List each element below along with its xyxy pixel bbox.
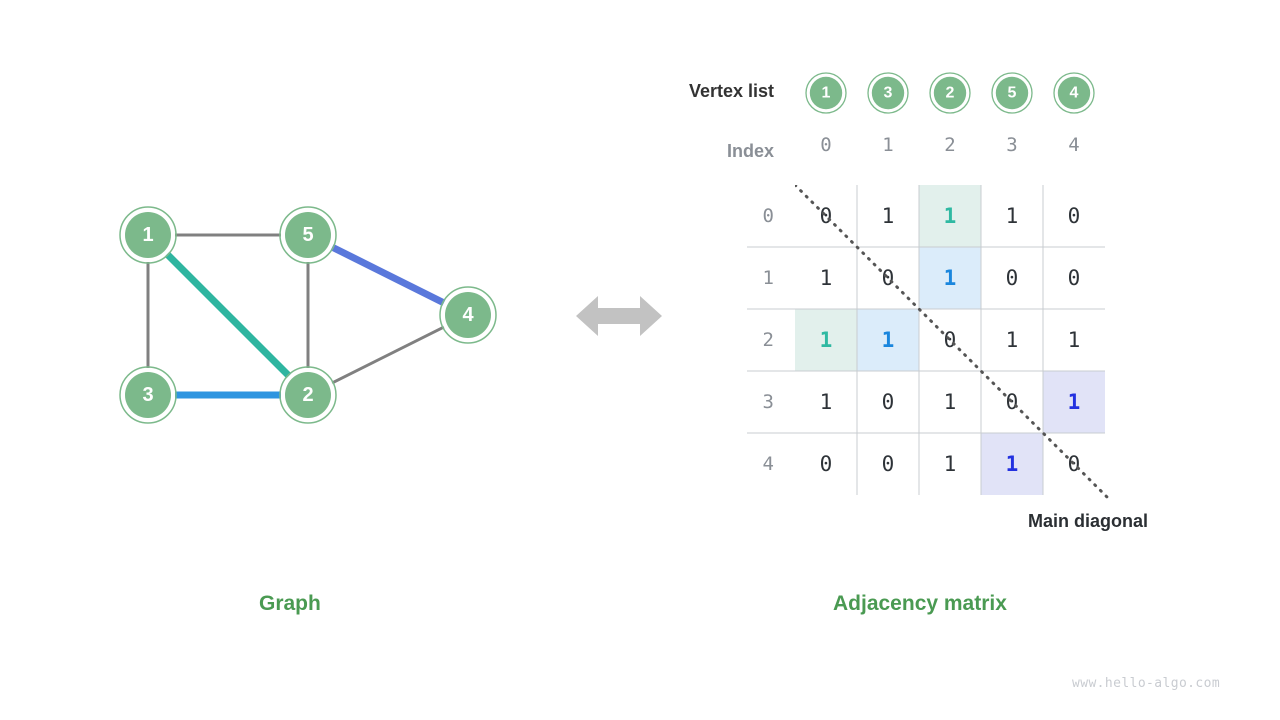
graph-vertex-3[interactable]: 3 — [119, 366, 177, 424]
matrix-cell-4-3[interactable]: 1 — [981, 433, 1043, 495]
matrix-cell-1-0[interactable]: 1 — [819, 266, 833, 290]
matrix-cell-0-3[interactable]: 1 — [1005, 204, 1019, 228]
graph-vertex-5[interactable]: 5 — [279, 206, 337, 264]
vertex-chip-label: 5 — [1008, 85, 1017, 102]
vertex-chip-glyph: 3 — [867, 72, 909, 114]
graph-svg: 1 5 4 3 2 — [119, 206, 497, 424]
matrix-cell-3-1[interactable]: 0 — [881, 390, 895, 414]
vertex-chip-5[interactable]: 5 — [991, 72, 1033, 114]
matrix-cell-1-4[interactable]: 0 — [1067, 266, 1081, 290]
matrix-cell-2-2[interactable]: 0 — [943, 328, 957, 352]
matrix-cell-0-0[interactable]: 0 — [819, 204, 833, 228]
caption-adjacency-matrix: Adjacency matrix — [833, 592, 1007, 615]
vertex-chip-glyph: 2 — [929, 72, 971, 114]
row-index-0: 0 — [762, 205, 774, 227]
column-index-row: 0 1 2 3 4 — [795, 134, 1105, 164]
vertex-list-label: Vertex list — [688, 81, 774, 101]
column-index-1: 1 — [882, 134, 894, 156]
watermark: www.hello-algo.com — [1072, 676, 1221, 691]
vertex-chip-glyph: 4 — [1053, 72, 1095, 114]
matrix-cell-0-1[interactable]: 1 — [881, 204, 895, 228]
matrix-cell-3-3[interactable]: 0 — [1005, 390, 1019, 414]
matrix-cell-2-3[interactable]: 1 — [1005, 328, 1019, 352]
double-arrow-icon — [576, 292, 662, 340]
graph-edge-1-2 — [164, 251, 292, 379]
graph-vertex-label: 2 — [302, 384, 313, 406]
row-index-2: 2 — [762, 329, 774, 351]
vertex-chip-3[interactable]: 3 — [867, 72, 909, 114]
column-index-0: 0 — [820, 134, 832, 156]
vertex-chip-glyph: 1 — [805, 72, 847, 114]
matrix-cell-2-0[interactable]: 1 — [795, 309, 857, 371]
graph-edges — [146, 233, 446, 399]
row-index-column: 0 1 2 3 4 — [700, 185, 774, 495]
vertex-chip-glyph: 5 — [991, 72, 1033, 114]
graph-vertex-2[interactable]: 2 — [279, 366, 337, 424]
matrix-cell-4-1[interactable]: 0 — [881, 452, 895, 476]
graph-vertex-label: 1 — [142, 224, 153, 246]
graph-diagram: 1 5 4 3 2 — [0, 0, 560, 560]
column-index-3: 3 — [1006, 134, 1018, 156]
graph-vertex-label: 5 — [302, 224, 313, 246]
matrix-cell-0-4[interactable]: 0 — [1067, 204, 1081, 228]
vertex-chip-label: 3 — [884, 85, 893, 102]
row-index-1: 1 — [762, 267, 774, 289]
caption-graph: Graph — [259, 592, 321, 615]
vertex-list-row: 1 3 2 5 4 — [795, 70, 1105, 116]
row-index-4: 4 — [762, 453, 774, 475]
vertex-chip-label: 1 — [822, 85, 831, 102]
graph-vertex-4[interactable]: 4 — [439, 286, 497, 344]
matrix-cell-4-0[interactable]: 0 — [819, 452, 833, 476]
main-diagonal-label: Main diagonal — [1028, 511, 1149, 531]
column-index-4: 4 — [1068, 134, 1080, 156]
column-index-2: 2 — [944, 134, 956, 156]
matrix-cell-2-4[interactable]: 1 — [1067, 328, 1081, 352]
vertex-chip-4[interactable]: 4 — [1053, 72, 1095, 114]
vertex-chip-label: 2 — [946, 85, 955, 102]
graph-vertex-label: 4 — [462, 304, 474, 326]
graph-vertex-1[interactable]: 1 — [119, 206, 177, 264]
graph-edge-5-4 — [330, 243, 446, 307]
matrix-cell-4-2[interactable]: 1 — [943, 452, 957, 476]
graph-nodes: 1 5 4 3 2 — [119, 206, 497, 424]
matrix-cell-1-1[interactable]: 0 — [881, 266, 895, 290]
matrix-cell-3-2[interactable]: 1 — [943, 390, 957, 414]
matrix-cell-3-0[interactable]: 1 — [819, 390, 833, 414]
vertex-chip-1[interactable]: 1 — [805, 72, 847, 114]
matrix-cell-1-2[interactable]: 1 — [919, 247, 981, 309]
vertex-chip-label: 4 — [1070, 85, 1079, 102]
graph-vertex-label: 3 — [142, 384, 153, 406]
row-index-3: 3 — [762, 391, 774, 413]
vertex-chip-2[interactable]: 2 — [929, 72, 971, 114]
matrix-cell-0-2[interactable]: 1 — [919, 185, 981, 247]
graph-edge-2-4 — [331, 325, 445, 385]
matrix-cell-3-4[interactable]: 1 — [1043, 371, 1105, 433]
index-label: Index — [726, 141, 774, 161]
matrix-cell-2-1[interactable]: 1 — [857, 309, 919, 371]
double-arrow-glyph — [576, 296, 662, 336]
matrix-cell-1-3[interactable]: 0 — [1005, 266, 1019, 290]
matrix-cell-4-4[interactable]: 0 — [1067, 452, 1081, 476]
